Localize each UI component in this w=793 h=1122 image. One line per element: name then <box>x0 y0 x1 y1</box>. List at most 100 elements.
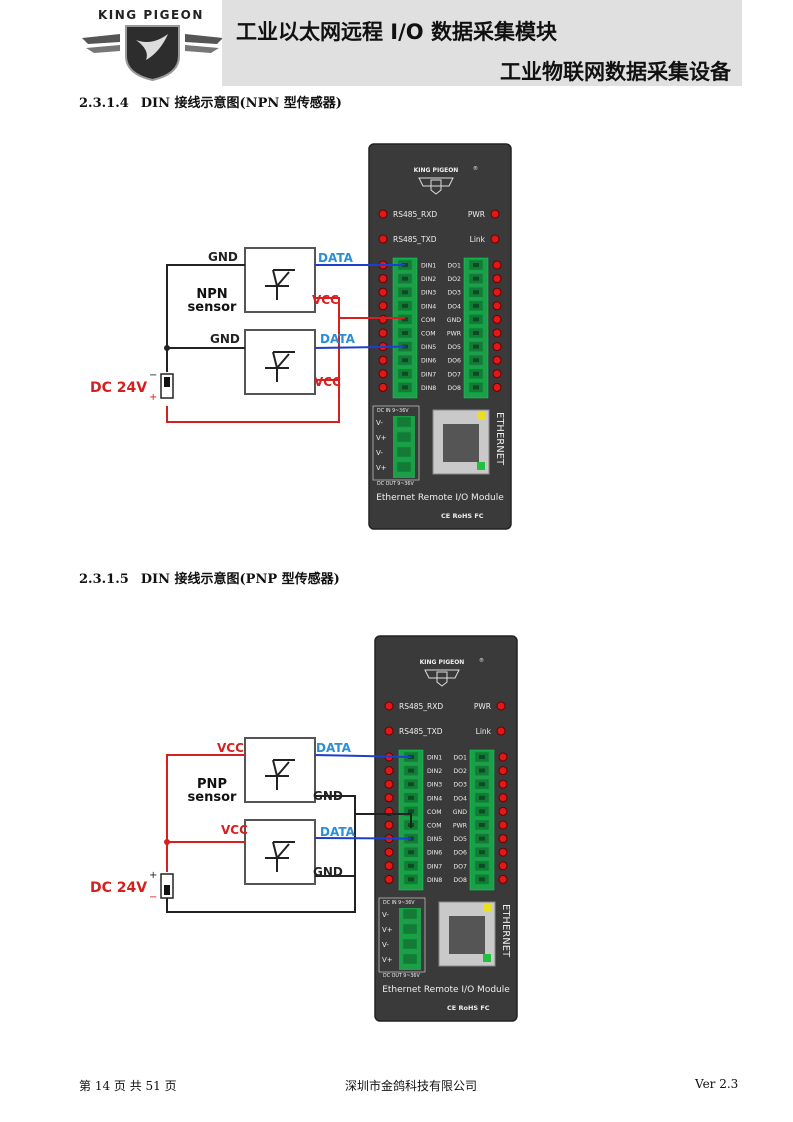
gnd-wire <box>166 347 245 372</box>
data-wire <box>314 754 412 758</box>
pin-label: DO4 <box>453 795 467 802</box>
polarity-label: − <box>149 892 157 903</box>
terminal-screw <box>396 461 412 473</box>
terminal-screw <box>402 938 418 950</box>
company-name: 深圳市金鸽科技有限公司 <box>345 1079 478 1093</box>
sensor-type-label: sensor <box>188 790 237 805</box>
led-indicator <box>492 314 502 324</box>
module-logo-icon <box>418 177 454 195</box>
gnd-wire <box>166 264 245 348</box>
page-number: 第 14 页 共 51 页 <box>79 1079 177 1093</box>
pin-label: DIN6 <box>421 358 436 365</box>
led-indicator <box>384 726 394 736</box>
data-label: DATA <box>320 825 356 839</box>
pin-label: DIN6 <box>427 850 442 857</box>
led-indicator <box>492 355 502 365</box>
transistor-emitter <box>276 843 290 859</box>
pin-label: DO1 <box>447 263 461 270</box>
terminal-hole <box>408 809 414 814</box>
led-indicator <box>378 369 388 379</box>
led-indicator <box>490 209 500 219</box>
gnd-label: GND <box>208 250 238 264</box>
terminal-hole <box>473 303 479 308</box>
led-label: Link <box>476 727 492 736</box>
page-title: 工业以太网远程 I/O 数据采集模块 <box>236 20 557 44</box>
pin-label: DO7 <box>453 863 467 870</box>
pin-label: DIN1 <box>421 263 436 270</box>
version: Ver 2.3 <box>695 1077 739 1091</box>
module-logo-icon <box>424 669 460 687</box>
led-label: RS485_TXD <box>393 235 437 244</box>
terminal-hole <box>479 768 485 773</box>
led-indicator <box>498 847 508 857</box>
led-indicator <box>378 382 388 392</box>
led-indicator <box>490 234 500 244</box>
pin-label: DIN2 <box>427 768 442 775</box>
polarity-label: + <box>149 392 157 403</box>
terminal-hole <box>479 795 485 800</box>
page-header: KING PIGEON 工业以太网远程 I/O 数据采集模块 工业物联网数据采集… <box>0 0 793 88</box>
led-indicator <box>492 274 502 284</box>
module-model-label: Ethernet Remote I/O Module <box>376 493 504 503</box>
power-pin-label: V+ <box>376 464 387 472</box>
ethernet-led-yellow <box>477 412 485 420</box>
led-indicator <box>378 274 388 284</box>
gnd-label: GND <box>313 789 343 803</box>
terminal-hole <box>479 782 485 787</box>
pin-label: DIN8 <box>427 877 442 884</box>
section-title: DIN 接线示意图(PNP 型传感器) <box>140 572 340 587</box>
ethernet-led-green <box>477 462 485 470</box>
pin-label: DO8 <box>447 385 461 392</box>
led-indicator <box>384 766 394 776</box>
power-in-label: DC IN 9~36V <box>377 408 409 414</box>
terminal-hole <box>402 385 408 390</box>
pin-label: DO4 <box>447 303 461 310</box>
led-indicator <box>492 328 502 338</box>
led-label: PWR <box>474 702 491 711</box>
ethernet-label: ETHERNET <box>500 904 511 958</box>
terminal-hole <box>408 795 414 800</box>
pin-label: COM <box>427 809 442 816</box>
pin-label: DIN5 <box>421 344 436 351</box>
led-indicator <box>384 793 394 803</box>
terminal-hole <box>473 358 479 363</box>
module-brand: KING PIGEON <box>414 167 459 174</box>
data-label: DATA <box>318 251 354 265</box>
ethernet-led-green <box>483 954 491 962</box>
led-indicator <box>498 874 508 884</box>
terminal-hole <box>479 836 485 841</box>
terminal-hole <box>479 877 485 882</box>
led-indicator <box>498 861 508 871</box>
led-indicator <box>378 355 388 365</box>
led-indicator <box>378 314 388 324</box>
vcc-label: VCC <box>217 741 244 755</box>
terminal-hole <box>402 331 408 335</box>
led-indicator <box>496 726 506 736</box>
polarity-label: − <box>149 370 157 381</box>
pin-label: DO3 <box>447 290 461 297</box>
gnd-label: GND <box>313 865 343 879</box>
transistor-emitter <box>276 761 290 777</box>
led-indicator <box>492 369 502 379</box>
transistor-collector <box>272 841 278 859</box>
led-indicator <box>378 234 388 244</box>
battery-cell <box>164 885 170 895</box>
led-indicator <box>492 382 502 392</box>
king-pigeon-logo <box>82 25 223 82</box>
led-indicator <box>498 779 508 789</box>
section-number: 2.3.1.4 <box>79 96 129 111</box>
led-indicator <box>378 301 388 311</box>
module-brand: KING PIGEON <box>420 659 465 666</box>
transistor-collector <box>272 759 278 777</box>
led-label: RS485_TXD <box>399 727 443 736</box>
pin-label: DO2 <box>447 276 461 283</box>
power-pin-label: V- <box>376 449 383 457</box>
pin-label: DO5 <box>447 344 461 351</box>
led-indicator <box>384 820 394 830</box>
section-title: DIN 接线示意图(NPN 型传感器) <box>140 96 342 111</box>
pin-label: DIN1 <box>427 755 442 762</box>
led-label: RS485_RXD <box>393 210 437 219</box>
terminal-screw <box>402 953 418 965</box>
gnd-wire <box>166 795 356 913</box>
pin-label: DIN3 <box>421 290 436 297</box>
